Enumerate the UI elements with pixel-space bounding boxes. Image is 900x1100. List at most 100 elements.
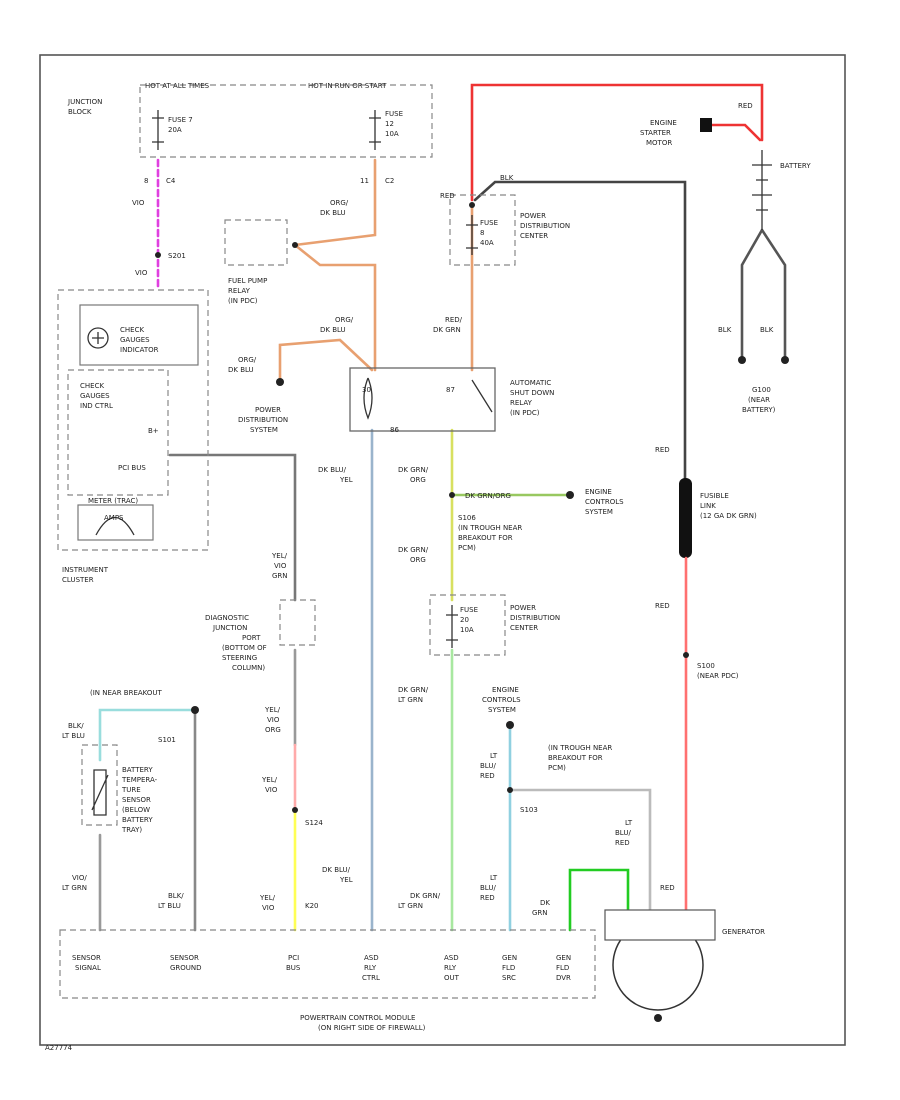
label-pcm: POWERTRAIN CONTROL MODULE(ON RIGHT SIDE … (300, 1014, 426, 1032)
fusible-link-body (679, 478, 692, 558)
battery-temp-box (81, 744, 118, 826)
diagram-frame (39, 54, 846, 1046)
node-engine-ctrl-1 (566, 491, 574, 499)
node-s124 (292, 807, 298, 813)
asd-relay-coil (363, 377, 373, 420)
label-dkblu-yel-1: DK BLU/YEL (318, 466, 353, 484)
battery-cells-icon (752, 150, 772, 230)
wire-org-dkblu-1 (293, 158, 377, 247)
wire-blk-ground (740, 228, 787, 362)
node-engine-ctrl-2 (506, 721, 514, 729)
asd-relay-body (349, 367, 496, 432)
wire-blk-ltblu (98, 708, 197, 762)
label-hot-all-times: HOT AT ALL TIMES (145, 82, 210, 90)
label-red-pdc: RED (440, 192, 455, 200)
label-relay-pin-30: 30 (362, 386, 371, 394)
junction-block-box (139, 84, 433, 158)
label-blk-pdc: BLK (500, 174, 514, 182)
label-c2: C2 (385, 177, 394, 185)
label-red-gen: RED (660, 884, 675, 892)
label-vio-ltgrn: VIO/LT GRN (62, 874, 87, 892)
labels: HOT AT ALL TIMES HOT IN RUN OR START JUN… (45, 82, 811, 1052)
node-s100 (683, 652, 689, 658)
label-dkgrn-org-1: DK GRN/ORG (398, 466, 429, 484)
label-org-dkblu-2: ORG/DK BLU (320, 316, 354, 334)
wire-blk-pdc (473, 180, 687, 482)
wire-dkgrn-field (568, 868, 630, 932)
generator-terminal-block (604, 909, 716, 941)
label-red-dkgrn: RED/DK GRN (433, 316, 463, 334)
wires (98, 83, 787, 932)
label-amps: AMPS (104, 514, 124, 522)
node-ground-2 (781, 356, 789, 364)
component-boxes (57, 84, 596, 999)
label-s101: S101 (158, 736, 176, 744)
node-s103 (507, 787, 513, 793)
fuse12-icon (369, 110, 381, 150)
label-s100: S100(NEAR PDC) (697, 662, 739, 680)
pcm-box (59, 929, 596, 999)
fuse-40a-icon (466, 215, 478, 255)
cluster-box (57, 289, 209, 551)
pdc-top-box (449, 194, 516, 266)
wire-ltblu-red-gen (508, 788, 652, 912)
wire-org-dkblu-2 (293, 243, 377, 372)
label-c4: C4 (166, 177, 176, 185)
label-yel-vio-3: YEL/VIO (261, 776, 278, 794)
check-gauges-lamp-icon (87, 327, 109, 349)
label-red-right-2: RED (655, 602, 670, 610)
label-hot-run-start: HOT IN RUN OR START (308, 82, 387, 90)
label-battery: BATTERY (780, 162, 811, 170)
node-near-breakout (191, 706, 199, 714)
fuse-20a-icon (446, 605, 458, 648)
wire-org-dkblu-3 (278, 338, 374, 382)
label-near-breakout: (IN NEAR BREAKOUT (90, 689, 163, 697)
label-vio-cluster: VIO (135, 269, 148, 277)
node-s201 (155, 252, 161, 258)
starter-connector (700, 118, 712, 132)
label-c4-pin: 8 (144, 177, 148, 185)
label-k20: K20 (305, 902, 319, 910)
node-ground-1 (738, 356, 746, 364)
lamp-filament (92, 332, 104, 344)
label-blk-2: BLK (760, 326, 774, 334)
label-blk-ltblu-1: BLK/LT BLU (62, 722, 85, 740)
amp-meter-gauge-icon (95, 517, 135, 536)
node-pdc-top (469, 202, 475, 208)
label-s103: S103 (520, 806, 538, 814)
check-gauges-lamp-box (79, 304, 199, 366)
wire-red-starter (708, 123, 762, 142)
battery-temp-sensor-icon (91, 769, 109, 816)
diag-port-box (279, 599, 316, 646)
label-dkblu-yel-2: DK BLU/YEL (322, 866, 353, 884)
label-dkgrn-ltgrn: DK GRN/LT GRN (398, 686, 429, 704)
label-s201: S201 (168, 252, 186, 260)
label-org-dkblu-3: ORG/DK BLU (228, 356, 257, 374)
label-relay-pin-87: 87 (446, 386, 455, 394)
label-vio-top: VIO (132, 199, 145, 207)
label-generator: GENERATOR (722, 928, 765, 936)
